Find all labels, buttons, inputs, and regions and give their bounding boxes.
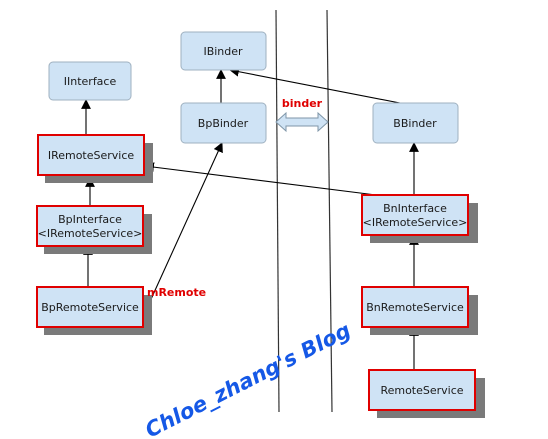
node-remoteservice: RemoteService [368, 369, 485, 418]
node-iremoteservice: IRemoteService [37, 134, 153, 183]
node-iremoteservice-label: IRemoteService [48, 149, 135, 162]
binder-double-arrow [275, 111, 329, 133]
edge-bninterface-to-iremoteservice [144, 162, 377, 196]
node-iinterface-label: IInterface [64, 75, 117, 88]
node-iinterface: IInterface [48, 61, 132, 101]
node-bpbinder-label: BpBinder [198, 117, 249, 130]
edge-bbinder-to-ibinder [229, 66, 401, 104]
mremote-label: mRemote [147, 286, 206, 299]
node-bnremoteservice-label: BnRemoteService [366, 301, 464, 314]
edges [81, 66, 419, 370]
process-boundary-line-left [275, 9, 280, 413]
node-bpinterface-label-line2: <IRemoteService> [38, 227, 143, 240]
node-bnremoteservice: BnRemoteService [361, 286, 478, 335]
node-bninterface-label-line1: BnInterface [383, 202, 447, 215]
node-bpremoteservice: BpRemoteService [36, 286, 152, 335]
process-boundary-line-right [326, 9, 333, 413]
node-bpinterface-label-line1: BpInterface [58, 213, 122, 226]
node-ibinder: IBinder [180, 31, 267, 71]
binder-label: binder [282, 97, 323, 110]
node-remoteservice-label: RemoteService [380, 384, 463, 397]
edge-mremote-to-bpbinder [146, 142, 223, 309]
blog-watermark: Chloe_zhang's Blog [141, 318, 354, 439]
node-bninterface-label-line2: <IRemoteService> [363, 216, 468, 229]
node-bpinterface: BpInterface <IRemoteService> [36, 205, 152, 254]
node-bbinder-label: BBinder [393, 117, 437, 130]
node-bpbinder: BpBinder [180, 102, 267, 144]
node-bninterface: BnInterface <IRemoteService> [361, 194, 478, 243]
node-ibinder-label: IBinder [203, 45, 243, 58]
node-bbinder: BBinder [372, 102, 459, 144]
node-bpremoteservice-label: BpRemoteService [41, 301, 139, 314]
